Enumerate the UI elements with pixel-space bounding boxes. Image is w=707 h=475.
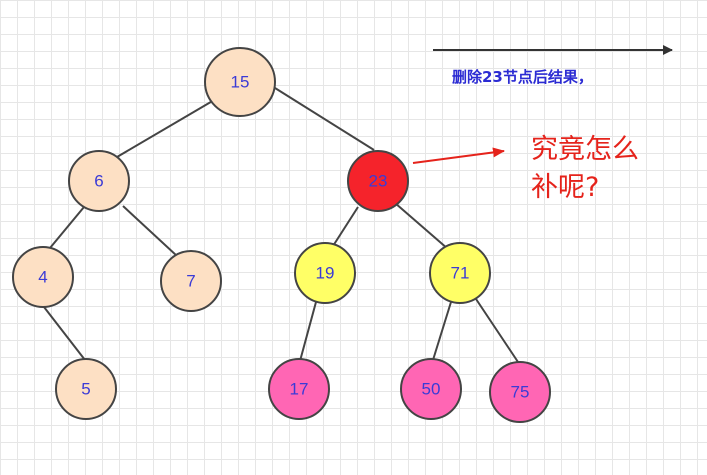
node-15: 15	[204, 47, 276, 117]
edges-layer	[43, 87, 521, 366]
node-circle	[429, 242, 491, 304]
node-circle	[268, 358, 330, 420]
edge-6-4	[49, 206, 85, 249]
node-label: 71	[451, 264, 470, 283]
node-label: 5	[81, 380, 90, 399]
edge-71-75	[473, 295, 521, 366]
node-circle	[294, 242, 356, 304]
node-label: 19	[316, 264, 335, 283]
edge-15-6	[116, 95, 222, 158]
node-4: 4	[12, 246, 74, 308]
node-circle	[68, 150, 130, 212]
edge-4-5	[43, 306, 86, 361]
edge-15-23	[274, 87, 375, 151]
node-19: 19	[294, 242, 356, 304]
node-circle	[347, 150, 409, 212]
node-circle	[489, 361, 551, 423]
node-circle	[12, 246, 74, 308]
node-label: 75	[511, 383, 530, 402]
node-23: 23	[347, 150, 409, 212]
node-75: 75	[489, 361, 551, 423]
node-6: 6	[68, 150, 130, 212]
node-circle	[400, 358, 462, 420]
node-5: 5	[55, 358, 117, 420]
edge-23-71	[394, 202, 449, 250]
node-circle	[204, 47, 276, 117]
caption-text: 删除23节点后结果，	[452, 68, 593, 86]
node-50: 50	[400, 358, 462, 420]
node-71: 71	[429, 242, 491, 304]
node-circle	[160, 250, 222, 312]
edge-6-7	[122, 205, 178, 257]
node-circle	[55, 358, 117, 420]
node-7: 7	[160, 250, 222, 312]
node-label: 15	[231, 73, 250, 92]
question-line-2: 补呢?	[531, 172, 599, 203]
red-arrow	[412, 147, 505, 164]
node-label: 7	[186, 272, 195, 291]
node-17: 17	[268, 358, 330, 420]
edge-23-19	[332, 206, 359, 247]
node-label: 17	[290, 380, 309, 399]
question-line-1: 究竟怎么	[531, 134, 639, 165]
node-label: 4	[38, 268, 47, 287]
node-label: 50	[422, 380, 441, 399]
node-label: 23	[369, 172, 388, 191]
edge-71-50	[432, 301, 452, 361]
edge-19-17	[299, 301, 317, 362]
node-label: 6	[94, 172, 103, 191]
